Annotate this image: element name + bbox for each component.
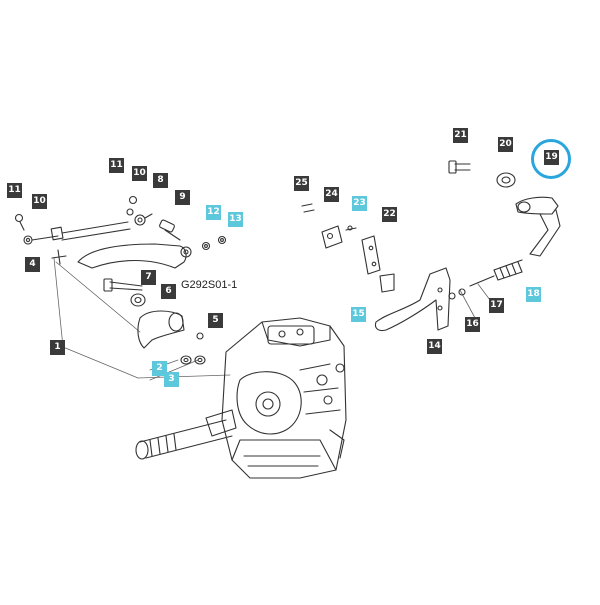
callout-20[interactable]: 20 (498, 137, 513, 152)
callout-2[interactable]: 2 (152, 361, 167, 376)
callout-23[interactable]: 23 (352, 196, 367, 211)
callout-10-upper[interactable]: 10 (132, 166, 147, 181)
callout-9[interactable]: 9 (175, 190, 190, 205)
callout-24[interactable]: 24 (324, 187, 339, 202)
callout-5[interactable]: 5 (208, 313, 223, 328)
highlight-ring (531, 139, 571, 179)
callout-18[interactable]: 18 (526, 287, 541, 302)
callout-21[interactable]: 21 (453, 128, 468, 143)
callout-17[interactable]: 17 (489, 298, 504, 313)
callout-10-left[interactable]: 10 (32, 194, 47, 209)
leader-lines (53, 257, 491, 381)
callout-7[interactable]: 7 (141, 270, 156, 285)
callout-16[interactable]: 16 (465, 317, 480, 332)
small-hardware-left (103, 208, 227, 365)
spring-and-lever (448, 160, 561, 287)
callout-25[interactable]: 25 (294, 176, 309, 191)
bracket-assembly (301, 203, 466, 332)
callout-12[interactable]: 12 (206, 205, 221, 220)
callout-11-upper[interactable]: 11 (109, 158, 124, 173)
callout-6[interactable]: 6 (161, 284, 176, 299)
callout-1[interactable]: 1 (50, 340, 65, 355)
output-shaft (135, 409, 237, 460)
callout-4[interactable]: 4 (25, 257, 40, 272)
callout-13[interactable]: 13 (228, 212, 243, 227)
drawing-code: G292S01-1 (181, 279, 238, 291)
callout-22[interactable]: 22 (382, 207, 397, 222)
lower-lever (51, 219, 192, 269)
callout-3[interactable]: 3 (164, 372, 179, 387)
callout-8[interactable]: 8 (153, 173, 168, 188)
callout-15[interactable]: 15 (351, 307, 366, 322)
gearbox-housing (221, 317, 347, 479)
link-rod (14, 195, 153, 245)
callout-11-left[interactable]: 11 (7, 183, 22, 198)
callout-14[interactable]: 14 (427, 339, 442, 354)
